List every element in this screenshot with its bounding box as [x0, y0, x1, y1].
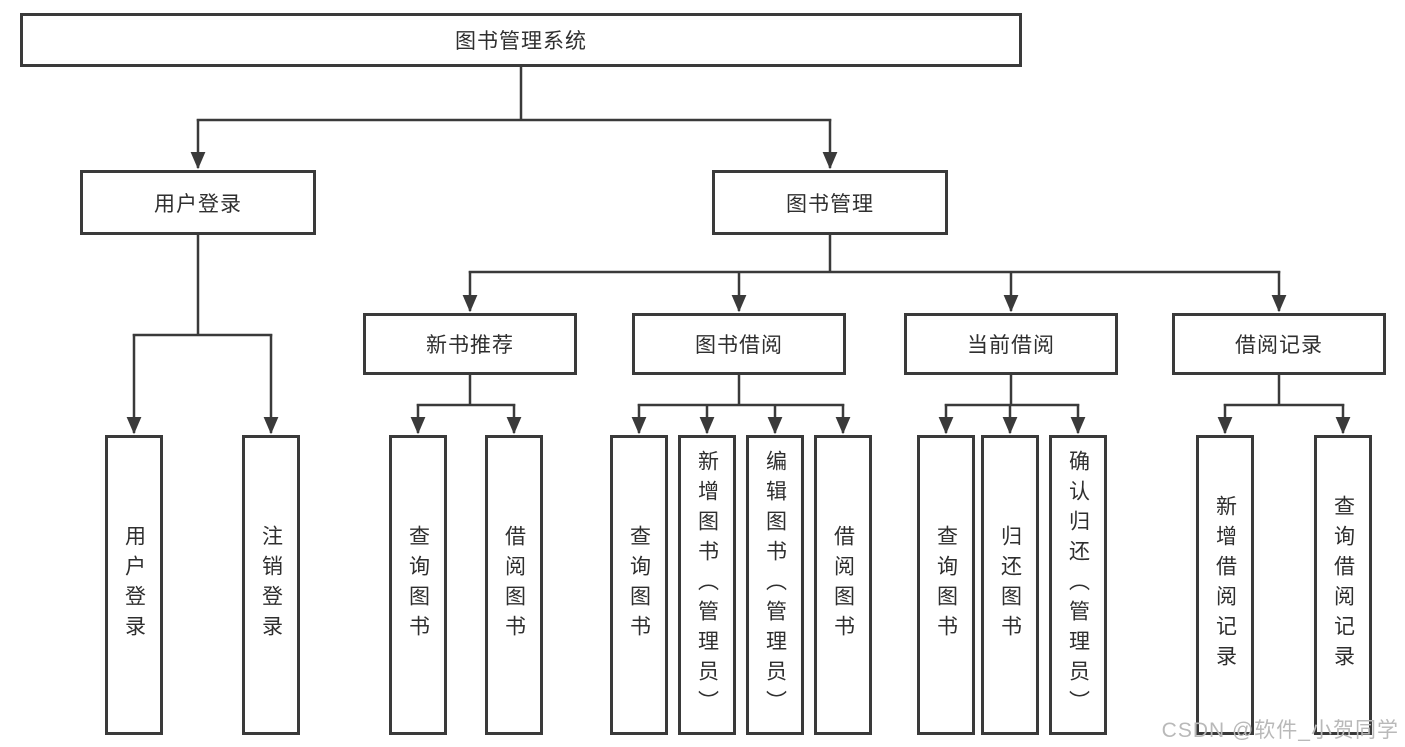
- node-user-login: 用户登录: [80, 170, 316, 235]
- node-leaf-add-borrow-record: 新增借阅记录: [1196, 435, 1254, 735]
- node-leaf-borrow-book-1: 借阅图书: [485, 435, 543, 735]
- node-leaf-confirm-return-admin: 确认归还（管理员）: [1049, 435, 1107, 735]
- node-book-borrow: 图书借阅: [632, 313, 846, 375]
- node-leaf-query-borrow-record: 查询借阅记录: [1314, 435, 1372, 735]
- node-leaf-logout: 注销登录: [242, 435, 300, 735]
- node-book-management: 图书管理: [712, 170, 948, 235]
- node-new-book-recommend: 新书推荐: [363, 313, 577, 375]
- node-leaf-query-book-1: 查询图书: [389, 435, 447, 735]
- node-leaf-borrow-book-2: 借阅图书: [814, 435, 872, 735]
- node-leaf-add-book-admin: 新增图书（管理员）: [678, 435, 736, 735]
- csdn-watermark: CSDN @软件_小贺同学: [1161, 719, 1399, 742]
- node-borrow-records: 借阅记录: [1172, 313, 1386, 375]
- node-leaf-return-book: 归还图书: [981, 435, 1039, 735]
- node-leaf-user-login: 用户登录: [105, 435, 163, 735]
- node-leaf-query-book-2: 查询图书: [610, 435, 668, 735]
- node-leaf-query-book-3: 查询图书: [917, 435, 975, 735]
- node-leaf-edit-book-admin: 编辑图书（管理员）: [746, 435, 804, 735]
- node-current-borrow: 当前借阅: [904, 313, 1118, 375]
- node-root: 图书管理系统: [20, 13, 1022, 67]
